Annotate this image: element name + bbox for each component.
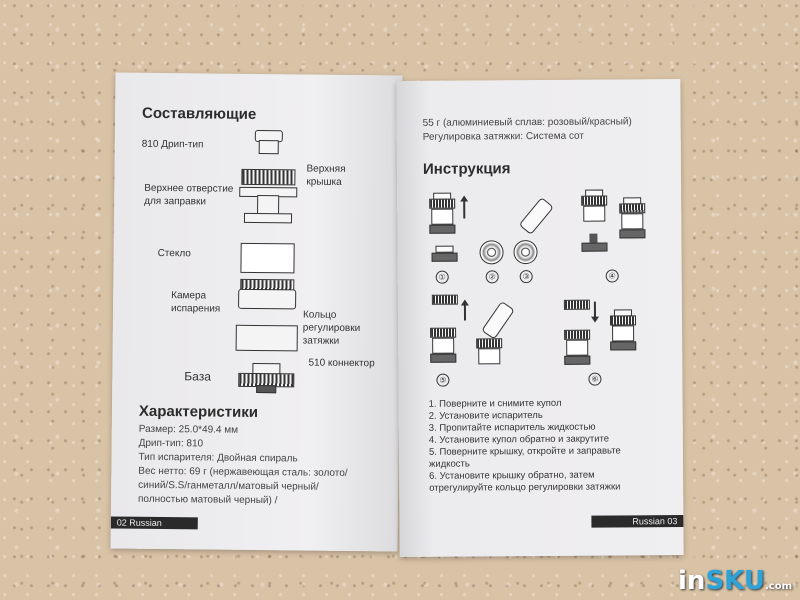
step-number-6: ⑥ bbox=[588, 372, 602, 386]
coil-top-view-icon bbox=[479, 240, 504, 265]
step-number-3: ③ bbox=[519, 270, 533, 284]
spec-weight-alu: 55 г (алюминиевый сплав: розовый/красный… bbox=[422, 116, 632, 129]
arrow-down-icon bbox=[593, 301, 596, 318]
step-text-1: 1. Поверните и снимите купол bbox=[428, 397, 562, 410]
tank-filling-illustration bbox=[476, 338, 503, 368]
ring-label-2: регулировки bbox=[302, 322, 361, 335]
step-number-5: ⑤ bbox=[436, 373, 450, 387]
top-base-ring bbox=[243, 212, 293, 224]
glass-label: Стекло bbox=[157, 247, 191, 260]
spec-size: Размер: 25.0*49.4 мм bbox=[138, 423, 239, 436]
step-number-1: ① bbox=[435, 270, 449, 284]
chamber-label-1: Камера bbox=[171, 290, 207, 302]
tank-step4-top-illustration bbox=[581, 189, 608, 230]
tank-step6-illustration bbox=[564, 329, 591, 366]
insku-watermark-logo: inSKU.com bbox=[678, 566, 792, 596]
eliquid-bottle-icon bbox=[518, 197, 554, 235]
connector-part bbox=[256, 385, 277, 394]
drip-tip-stem bbox=[258, 140, 279, 155]
topcap-step6-illustration bbox=[563, 299, 590, 310]
tank-step5-illustration bbox=[430, 327, 457, 364]
step-text-5: 5. Поверните крышку, откройте и заправьт… bbox=[428, 445, 621, 458]
ring-label-3: затяжки bbox=[302, 335, 340, 347]
specs-title: Характеристики bbox=[138, 402, 259, 422]
eliquid-bottle-icon-2 bbox=[481, 300, 515, 340]
arrow-up-icon bbox=[463, 200, 466, 219]
tank-step6-assembled-illustration bbox=[609, 309, 637, 365]
spec-drip-tip: Дрип-тип: 810 bbox=[138, 437, 204, 450]
step-number-4: ④ bbox=[605, 269, 619, 283]
spec-airflow: Регулировка затяжки: Система сот bbox=[422, 130, 585, 143]
tank-step4-assembled-illustration bbox=[619, 197, 646, 253]
airflow-ring-part bbox=[235, 324, 298, 352]
fill-hole-label-1: Верхнее отверстие bbox=[144, 182, 234, 195]
top-cap-label-1: Верхняя bbox=[306, 163, 346, 175]
tank-step1-illustration bbox=[429, 192, 456, 243]
fill-hole-label-2: для заправки bbox=[144, 195, 207, 208]
deck-step1-illustration bbox=[431, 245, 458, 266]
connector-label: 510 коннектор bbox=[308, 357, 375, 370]
right-page: 55 г (алюминиевый сплав: розовый/красный… bbox=[396, 79, 684, 557]
spec-weight-3: полностью матовый черный) / bbox=[137, 493, 278, 507]
step-number-2: ② bbox=[485, 270, 499, 284]
topcap-step5-illustration bbox=[431, 294, 458, 305]
arrow-up-icon-2 bbox=[463, 304, 467, 321]
glass-part bbox=[240, 242, 295, 274]
step-text-6b: отрегулируйте кольцо регулировки затяжки bbox=[429, 481, 621, 494]
step-text-2: 2. Установите испаритель bbox=[428, 409, 543, 422]
step-text-5b: жидкость bbox=[428, 458, 470, 470]
deck-step4-illustration bbox=[581, 233, 608, 252]
instructions-title: Инструкция bbox=[422, 160, 511, 178]
chamber-label-2: испарения bbox=[170, 303, 221, 315]
coil-wet-top-view-icon bbox=[513, 240, 538, 265]
top-cap-label-2: крышка bbox=[306, 176, 342, 188]
chamber-part bbox=[238, 288, 297, 310]
ring-label-1: Кольцо bbox=[302, 309, 337, 321]
base-label: База bbox=[184, 369, 211, 384]
components-title: Составляющие bbox=[141, 104, 257, 123]
right-page-footer: Russian 03 bbox=[591, 515, 684, 528]
drip-tip-label: 810 Дрип-тип bbox=[141, 138, 204, 151]
left-page: Составляющие 810 Дрип-тип Верхняя крышка… bbox=[110, 72, 403, 552]
left-page-footer: 02 Russian bbox=[110, 516, 198, 530]
top-cap-part bbox=[241, 168, 296, 186]
